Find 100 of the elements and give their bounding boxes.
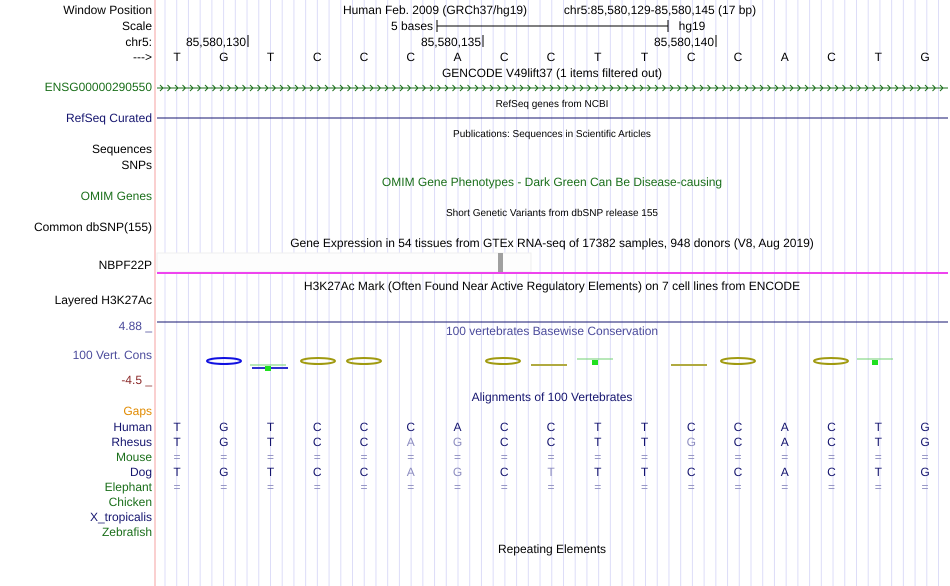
base-letter: T xyxy=(594,421,602,434)
coordinate-label: 85,580,130 xyxy=(186,36,246,49)
base-letter: C xyxy=(734,466,742,479)
gap-mark: = xyxy=(688,451,695,464)
base-letter: G xyxy=(920,51,930,64)
track-label: Chicken xyxy=(108,496,152,509)
gap-mark: = xyxy=(734,481,742,494)
track-label: Human xyxy=(113,421,152,434)
base-letter: C xyxy=(360,466,368,479)
base-letter: G xyxy=(452,466,462,479)
track-title: RefSeq genes from NCBI xyxy=(496,98,608,111)
gap-mark: = xyxy=(454,451,461,464)
base-letter: C xyxy=(500,421,509,434)
track-title: Gene Expression in 54 tissues from GTEx RNA-seq of 17382 samples, 948 donors (V8, Aug 2019) xyxy=(290,237,814,250)
gap-mark: = xyxy=(594,451,602,464)
base-letter: A xyxy=(780,51,789,64)
base-letter: T xyxy=(874,436,882,449)
track-title: GENCODE V49lift37 (1 items filtered out) xyxy=(442,67,662,80)
base-letter: A xyxy=(406,436,415,449)
base-letter: T xyxy=(547,466,555,479)
gap-mark: = xyxy=(874,481,882,494)
base-letter: T xyxy=(594,436,602,449)
base-letter: C xyxy=(827,466,836,479)
gap-mark: = xyxy=(220,451,228,464)
base-letter: G xyxy=(219,51,228,64)
gap-mark: = xyxy=(781,451,788,464)
track-label: Rhesus xyxy=(111,436,152,449)
base-letter: C xyxy=(406,51,416,64)
track-title: 100 vertebrates Basewise Conservation xyxy=(446,325,658,338)
base-letter: T xyxy=(640,466,648,479)
gap-mark: = xyxy=(314,481,321,494)
assembly-label: hg19 xyxy=(678,20,706,33)
base-letter: G xyxy=(920,421,930,434)
gap-mark: = xyxy=(500,481,508,494)
gap-mark: = xyxy=(174,451,180,464)
base-letter: A xyxy=(780,421,789,434)
base-letter: G xyxy=(452,436,462,449)
gap-mark: = xyxy=(548,451,554,464)
gap-mark: = xyxy=(594,481,602,494)
gap-mark: = xyxy=(314,451,321,464)
gap-mark: = xyxy=(267,451,274,464)
base-letter: A xyxy=(780,466,789,479)
base-letter: T xyxy=(640,421,648,434)
base-letter: C xyxy=(827,421,836,434)
base-letter: G xyxy=(920,466,930,479)
gap-mark: = xyxy=(828,451,835,464)
gap-mark: = xyxy=(874,451,882,464)
track-title: H3K27Ac Mark (Often Found Near Active Regulatory Elements) on 7 cell lines from ENCODE xyxy=(304,280,800,293)
track-label: OMIM Genes xyxy=(80,190,152,203)
base-letter: C xyxy=(312,466,322,479)
track-label: 100 Vert. Cons xyxy=(72,349,152,362)
base-letter: C xyxy=(827,51,836,64)
base-letter: T xyxy=(173,466,181,479)
base-letter: C xyxy=(686,51,696,64)
base-letter: T xyxy=(173,51,181,64)
track-label: ---> xyxy=(133,51,152,64)
base-letter: T xyxy=(266,436,274,449)
base-letter: C xyxy=(312,421,322,434)
assembly-label: Human Feb. 2009 (GRCh37/hg19) xyxy=(342,4,528,17)
gap-mark: = xyxy=(407,451,414,464)
base-letter: C xyxy=(546,421,556,434)
base-letter: T xyxy=(640,436,648,449)
base-letter: G xyxy=(686,436,696,449)
track-label: chr5: xyxy=(125,36,152,49)
track-title: Short Genetic Variants from dbSNP release 155 xyxy=(446,207,658,220)
gap-mark: = xyxy=(641,481,648,494)
track-label: Dog xyxy=(130,466,152,479)
gap-mark: = xyxy=(734,451,742,464)
base-letter: C xyxy=(360,51,368,64)
base-letter: T xyxy=(874,466,882,479)
track-label: Layered H3K27Ac xyxy=(54,294,152,307)
base-letter: T xyxy=(640,51,648,64)
gap-mark: = xyxy=(174,481,180,494)
track-label: NBPF22P xyxy=(98,259,152,272)
coordinate-label: 85,580,135 xyxy=(420,36,481,49)
base-letter: T xyxy=(266,421,274,434)
base-letter: G xyxy=(219,421,228,434)
base-letter: T xyxy=(874,421,882,434)
track-label: RefSeq Curated xyxy=(66,112,152,125)
base-letter: C xyxy=(500,51,509,64)
track-label: Mouse xyxy=(116,451,152,464)
gap-mark: = xyxy=(688,481,695,494)
base-letter: C xyxy=(686,421,696,434)
track-label: Elephant xyxy=(104,481,152,494)
coordinate-label: 85,580,140 xyxy=(654,36,714,49)
gap-mark: = xyxy=(641,451,648,464)
track-label: Common dbSNP(155) xyxy=(34,221,152,234)
track-label: X_tropicalis xyxy=(90,511,152,524)
base-letter: T xyxy=(173,421,181,434)
base-letter: A xyxy=(454,51,462,64)
track-label: Gaps xyxy=(123,405,152,418)
base-letter: C xyxy=(686,466,696,479)
base-letter: A xyxy=(454,421,462,434)
base-letter: T xyxy=(594,51,602,64)
gap-mark: = xyxy=(922,481,928,494)
base-letter: C xyxy=(546,436,556,449)
base-letter: T xyxy=(266,466,274,479)
base-letter: G xyxy=(219,466,228,479)
axis-label: 4.88 _ xyxy=(118,320,152,333)
track-label: Sequences xyxy=(92,143,152,156)
